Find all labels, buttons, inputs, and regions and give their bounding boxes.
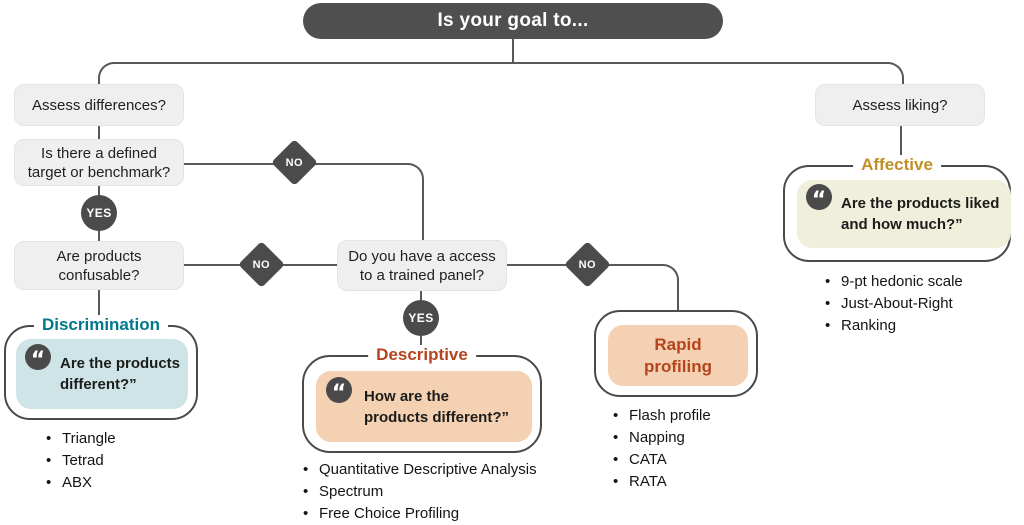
list-item: • Quantitative Descriptive Analysis	[303, 462, 537, 478]
list-item: • Free Choice Profiling	[303, 506, 537, 522]
list-item: • Ranking	[825, 318, 963, 334]
yes-circle-panel: YES	[403, 300, 439, 336]
list-item: • ABX	[46, 475, 116, 491]
root-question-label: Is your goal to...	[437, 10, 589, 31]
discrimination-quote-box: “ Are the products different?”	[16, 339, 188, 409]
descriptive-quote-box: “ How are the products different?”	[316, 371, 532, 442]
method-label: Just-About-Right	[841, 295, 953, 312]
affective-title: Affective	[853, 155, 941, 175]
method-label: Spectrum	[319, 483, 384, 500]
bullet-dot: •	[303, 505, 309, 522]
no-label: NO	[285, 156, 304, 169]
question-trained-panel: Do you have a access to a trained panel?	[337, 240, 507, 291]
question-assess-liking: Assess liking?	[815, 84, 985, 126]
list-item: • RATA	[613, 474, 711, 490]
discrimination-quote: Are the products different?”	[60, 355, 181, 393]
yes-circle-benchmark: YES	[81, 195, 117, 231]
bullet-dot: •	[303, 483, 309, 500]
method-label: CATA	[629, 451, 667, 468]
method-label: Napping	[629, 429, 685, 446]
no-label: NO	[578, 258, 597, 271]
rapid-profiling-box: Rapid profiling	[608, 325, 748, 386]
list-item: • Tetrad	[46, 453, 116, 469]
method-label: ABX	[62, 474, 93, 491]
method-label: Ranking	[841, 317, 897, 334]
quote-icon: “	[806, 184, 832, 210]
bullet-dot: •	[613, 473, 619, 490]
method-label: Free Choice Profiling	[319, 505, 460, 522]
bullet-dot: •	[613, 407, 619, 424]
yes-label: YES	[86, 206, 112, 220]
container-rapid-profiling: Rapid profiling	[594, 310, 758, 397]
rapid-profiling-title: Rapid profiling	[644, 334, 712, 376]
method-label: 9-pt hedonic scale	[841, 273, 963, 290]
bullet-dot: •	[46, 430, 52, 447]
bullet-dot: •	[613, 429, 619, 446]
connector-root-down	[512, 39, 514, 63]
list-item: • Flash profile	[613, 408, 711, 424]
method-label: Flash profile	[629, 407, 711, 424]
connector-left-3	[98, 290, 100, 327]
bullet-dot: •	[825, 295, 831, 312]
container-descriptive: Descriptive “ How are the products diffe…	[302, 345, 542, 453]
affective-method-list: • 9-pt hedonic scale • Just-About-Right • R…	[825, 274, 963, 340]
list-item: • Just-About-Right	[825, 296, 963, 312]
connector-liking-down	[900, 126, 902, 165]
connector-trunk	[98, 62, 904, 87]
affective-quote-box: “ Are the products liked and how much?”	[797, 180, 1011, 248]
no-label: NO	[252, 258, 271, 271]
question-assess-differences: Assess differences?	[14, 84, 184, 126]
no-diamond-confusable: NO	[238, 241, 285, 288]
question-products-confusable: Are products confusable?	[14, 241, 184, 290]
list-item: • Triangle	[46, 431, 116, 447]
bullet-dot: •	[46, 474, 52, 491]
bullet-dot: •	[303, 461, 309, 478]
method-label: RATA	[629, 473, 667, 490]
container-discrimination: Discrimination “ Are the products differ…	[4, 315, 198, 420]
bullet-dot: •	[825, 317, 831, 334]
method-label: Quantitative Descriptive Analysis	[319, 461, 537, 478]
descriptive-title: Descriptive	[368, 345, 476, 365]
bullet-dot: •	[46, 452, 52, 469]
list-item: • Napping	[613, 430, 711, 446]
bullet-dot: •	[825, 273, 831, 290]
discrimination-title: Discrimination	[33, 315, 169, 335]
quote-icon: “	[326, 377, 352, 403]
root-question-pill: Is your goal to...	[303, 3, 723, 39]
quote-icon: “	[25, 344, 51, 370]
list-item: • Spectrum	[303, 484, 537, 500]
connector-left-1	[98, 126, 100, 139]
list-item: • 9-pt hedonic scale	[825, 274, 963, 290]
descriptive-quote: How are the products different?”	[364, 387, 509, 426]
affective-quote: Are the products liked and how much?”	[841, 195, 1000, 233]
yes-label: YES	[408, 311, 434, 325]
method-label: Tetrad	[62, 452, 104, 469]
container-affective: Affective “ Are the products liked and h…	[783, 155, 1011, 262]
list-item: • CATA	[613, 452, 711, 468]
question-defined-target: Is there a defined target or benchmark?	[14, 139, 184, 186]
descriptive-method-list: • Quantitative Descriptive Analysis • Spec…	[303, 462, 537, 525]
bullet-dot: •	[613, 451, 619, 468]
method-label: Triangle	[62, 430, 116, 447]
discrimination-method-list: • Triangle • Tetrad • ABX	[46, 431, 116, 497]
rapid-method-list: • Flash profile • Napping • CATA • RATA	[613, 408, 711, 496]
